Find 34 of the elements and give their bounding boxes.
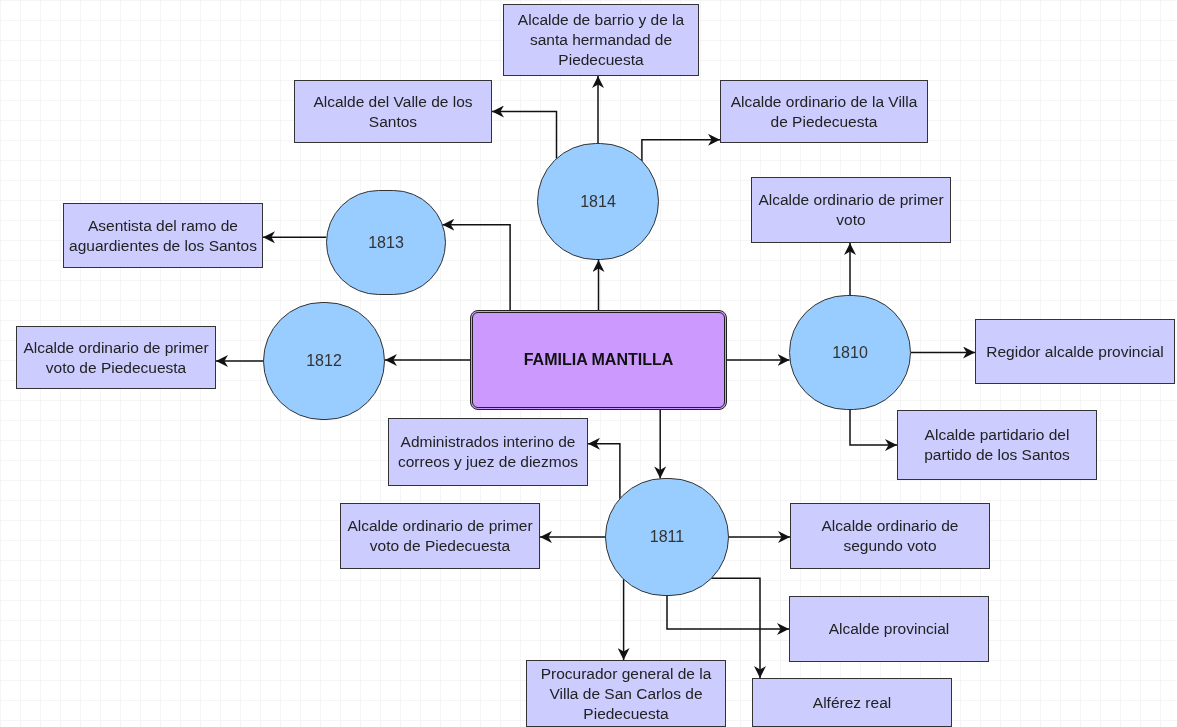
arrow — [262, 231, 328, 244]
arrow — [491, 105, 558, 160]
arrow — [849, 409, 898, 451]
office-box: Alcalde ordinario de segundo voto — [790, 503, 990, 569]
arrow — [592, 259, 605, 311]
arrow — [910, 346, 976, 359]
office-box: Alcalde provincial — [789, 596, 989, 662]
office-box: Procurador general de la Villa de San Carlos de Piedecuesta — [526, 660, 726, 727]
arrow — [654, 409, 667, 480]
office-box: Alcalde del Valle de los Santos — [294, 80, 492, 143]
arrow — [726, 354, 791, 366]
arrow — [844, 242, 856, 296]
arrow — [441, 218, 511, 311]
arrow — [539, 531, 606, 543]
office-box: Alcalde ordinario de primer voto de Piedecuesta — [16, 326, 216, 389]
office-box: Alcalde ordinario de la Villa de Piedecuesta — [720, 80, 928, 143]
office-box: Administrados interino de correos y juez de diezmos — [388, 418, 588, 486]
family-box: FAMILIA MANTILLA — [470, 310, 727, 410]
arrow — [384, 354, 471, 366]
arrow — [587, 437, 621, 500]
office-box: Alférez real — [752, 678, 952, 727]
office-box: Alcalde ordinario de primer voto de Piedecuesta — [340, 503, 540, 569]
office-box: Alcalde partidario del partido de los Santos — [897, 410, 1097, 480]
office-box: Regidor alcalde provincial — [975, 319, 1175, 384]
arrow — [641, 133, 721, 162]
arrow — [728, 531, 791, 543]
office-box: Alcalde de barrio y de la santa hermandad de Piedecuesta — [503, 4, 699, 76]
arrow — [215, 355, 264, 367]
arrow — [666, 595, 790, 635]
office-box: Asentista del ramo de aguardientes de los Santos — [63, 203, 263, 268]
office-box: Alcalde ordinario de primer voto — [751, 177, 951, 243]
arrow — [617, 578, 630, 661]
arrow — [592, 75, 604, 144]
arrow — [710, 577, 766, 679]
